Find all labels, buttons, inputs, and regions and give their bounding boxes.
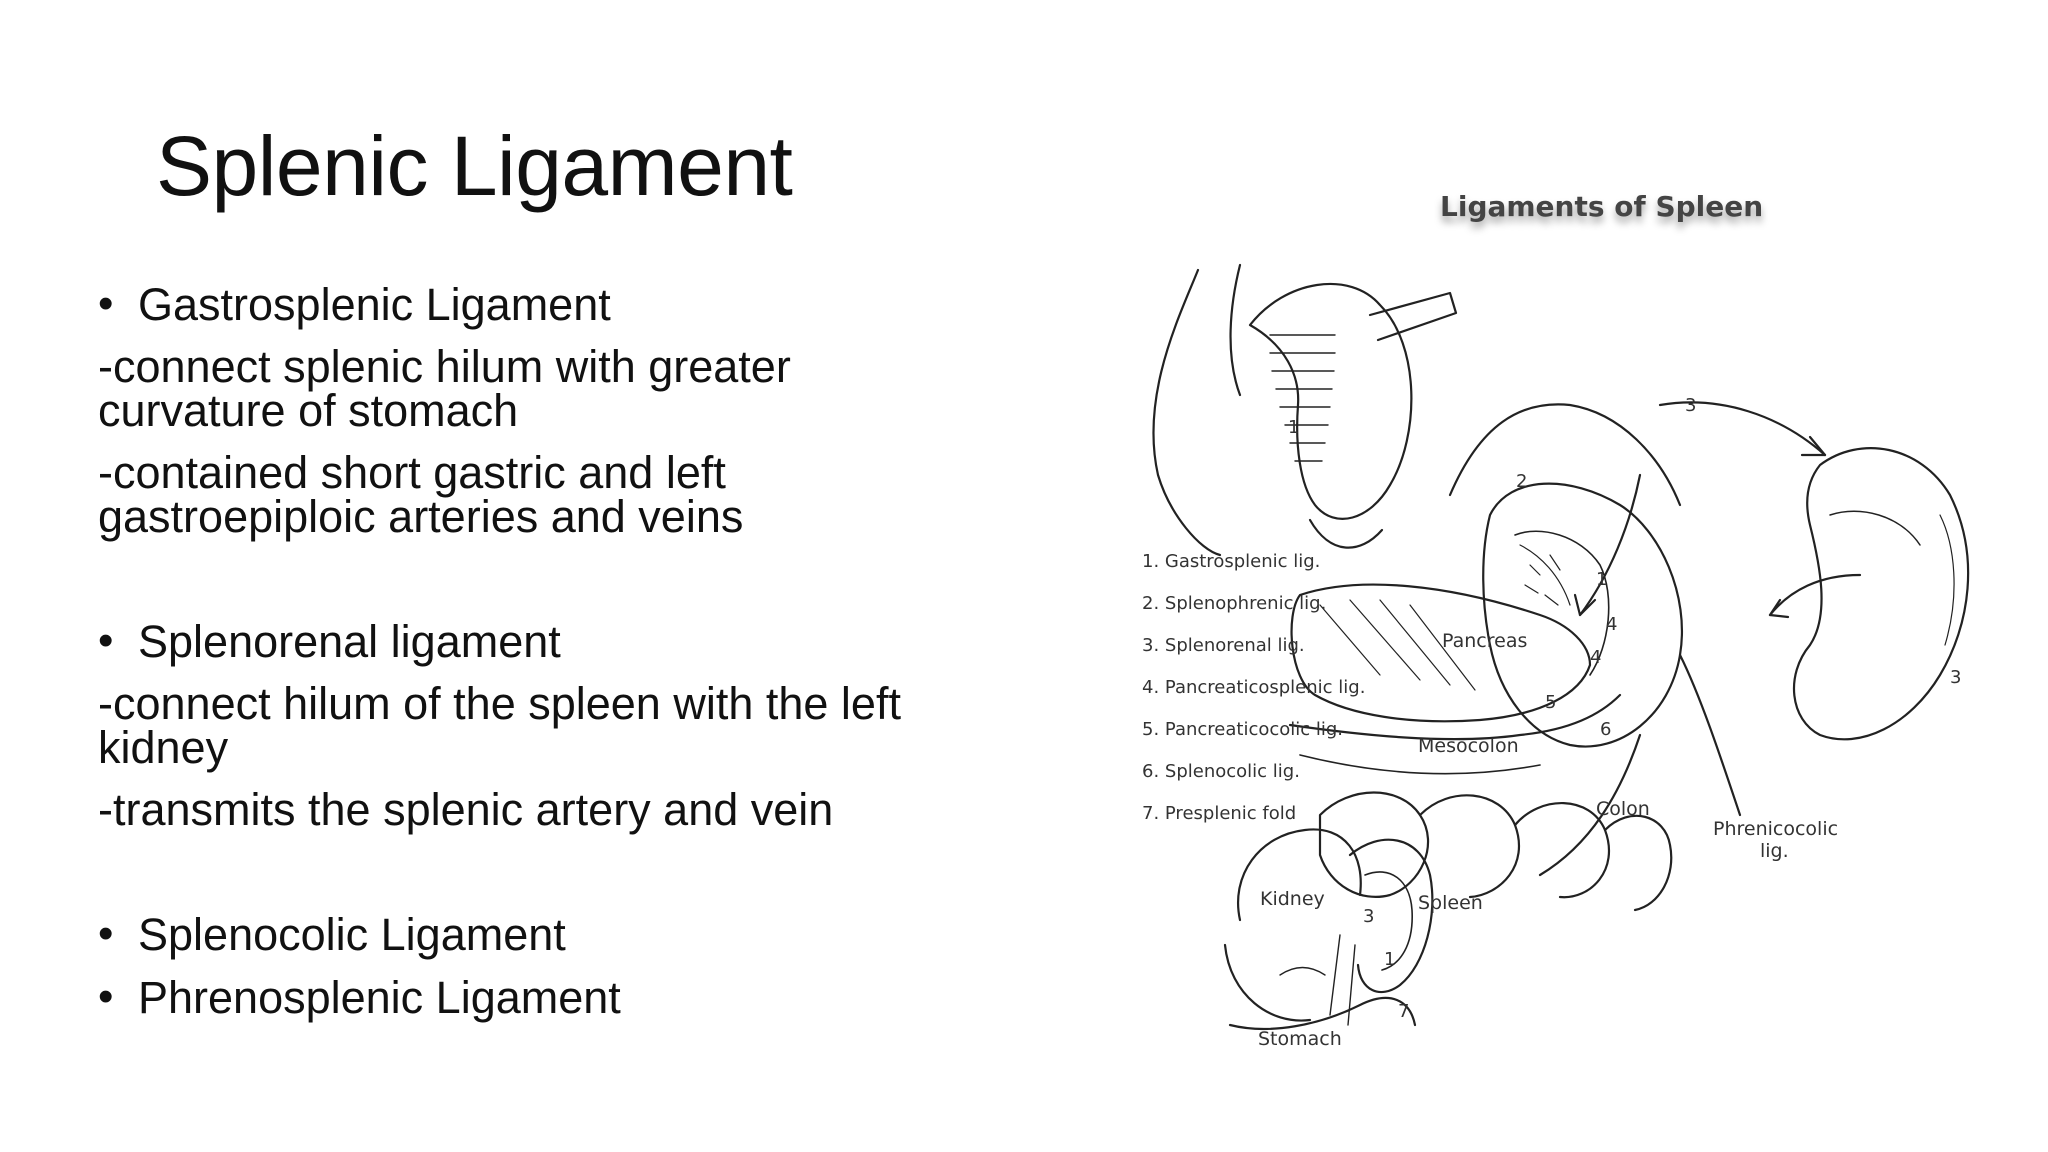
legend-item: 7. Presplenic fold xyxy=(1142,803,1297,824)
legend-item: 2. Splenophrenic lig. xyxy=(1142,593,1327,614)
marker-6: 6 xyxy=(1600,719,1611,740)
bullet-phrenosplenic: • Phrenosplenic Ligament xyxy=(98,972,928,1023)
detail-gastrosplenic-contained: -contained short gastric and left gastro… xyxy=(98,447,744,542)
marker-3: 3 xyxy=(1950,667,1961,688)
legend-item: 4. Pancreaticosplenic lig. xyxy=(1142,677,1366,698)
marker-7: 7 xyxy=(1398,1001,1409,1022)
label-phrenicocolic-lig: lig. xyxy=(1760,840,1789,862)
label-kidney: Kidney xyxy=(1260,888,1325,910)
marker-2: 2 xyxy=(1516,471,1527,492)
bullet-dot: • xyxy=(98,909,114,958)
bullet-label: Splenocolic Ligament xyxy=(138,909,566,960)
label-spleen: Spleen xyxy=(1418,892,1483,914)
detail-splenorenal-connect: -connect hilum of the spleen with the le… xyxy=(98,678,901,773)
slide-title: Splenic Ligament xyxy=(156,119,793,213)
bullet-dot: • xyxy=(98,616,114,665)
label-phrenicocolic: Phrenicocolic xyxy=(1713,818,1839,840)
marker-1: 1 xyxy=(1288,417,1299,438)
legend-item: 5. Pancreaticocolic lig. xyxy=(1142,719,1344,740)
spleen-ligaments-illustration: 1 2 3 1 4 4 5 6 3 3 1 7 xyxy=(1152,263,1970,1031)
marker-3: 3 xyxy=(1685,395,1696,416)
bullet-dot: • xyxy=(98,279,114,328)
slide-content: • Gastrosplenic Ligament -connect spleni… xyxy=(98,279,928,1023)
bullet-dot: • xyxy=(98,972,114,1021)
marker-4: 4 xyxy=(1590,647,1601,668)
legend-item: 1. Gastrosplenic lig. xyxy=(1142,551,1321,572)
marker-5: 5 xyxy=(1545,692,1556,713)
label-mesocolon: Mesocolon xyxy=(1418,735,1519,757)
detail-splenorenal-transmits: -transmits the splenic artery and vein xyxy=(98,784,834,835)
label-colon: Colon xyxy=(1596,798,1650,820)
marker-1: 1 xyxy=(1596,569,1607,590)
figure-title: Ligaments of Spleen xyxy=(1440,190,1764,223)
label-pancreas: Pancreas xyxy=(1442,630,1528,652)
bullet-splenocolic: • Splenocolic Ligament xyxy=(98,909,928,960)
detail-gastrosplenic-connect: -connect splenic hilum with greater curv… xyxy=(98,341,791,436)
legend-item: 6. Splenocolic lig. xyxy=(1142,761,1300,782)
marker-3: 3 xyxy=(1363,906,1374,927)
bullet-label: Splenorenal ligament xyxy=(138,616,561,667)
bullet-splenorenal: • Splenorenal ligament xyxy=(98,616,928,667)
label-stomach: Stomach xyxy=(1258,1028,1342,1050)
figure-legend: 1. Gastrosplenic lig. 2. Splenophrenic l… xyxy=(1142,541,1365,835)
marker-4: 4 xyxy=(1606,614,1617,635)
legend-item: 3. Splenorenal lig. xyxy=(1142,635,1305,656)
bullet-label: Phrenosplenic Ligament xyxy=(138,972,621,1023)
bullet-label: Gastrosplenic Ligament xyxy=(138,279,611,330)
marker-1: 1 xyxy=(1384,949,1395,970)
bullet-gastrosplenic: • Gastrosplenic Ligament xyxy=(98,279,928,330)
